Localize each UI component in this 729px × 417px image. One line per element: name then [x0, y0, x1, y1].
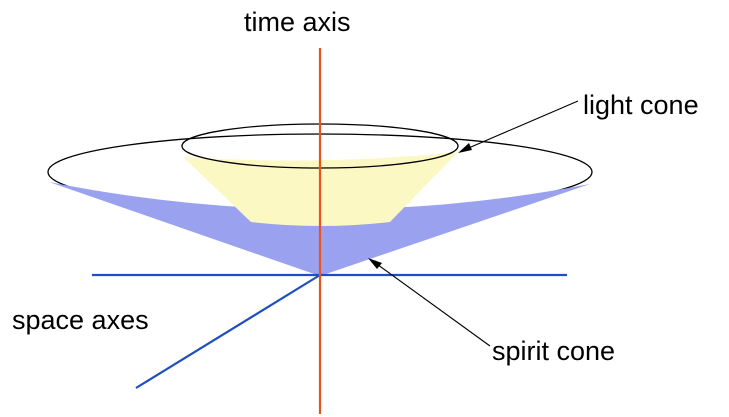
spirit-cone-pointer-line	[373, 261, 491, 347]
spirit-cone-pointer-arrowhead	[368, 258, 382, 269]
light-cone-pointer-line	[463, 100, 579, 151]
space-axes-label: space axes	[12, 305, 149, 335]
light-cone-label: light cone	[583, 90, 699, 120]
spirit-cone-label: spirit cone	[492, 336, 616, 366]
light-cone-pointer-arrowhead	[458, 143, 472, 153]
time-axis-label: time axis	[244, 7, 351, 37]
space-axis-diagonal	[135, 274, 321, 389]
